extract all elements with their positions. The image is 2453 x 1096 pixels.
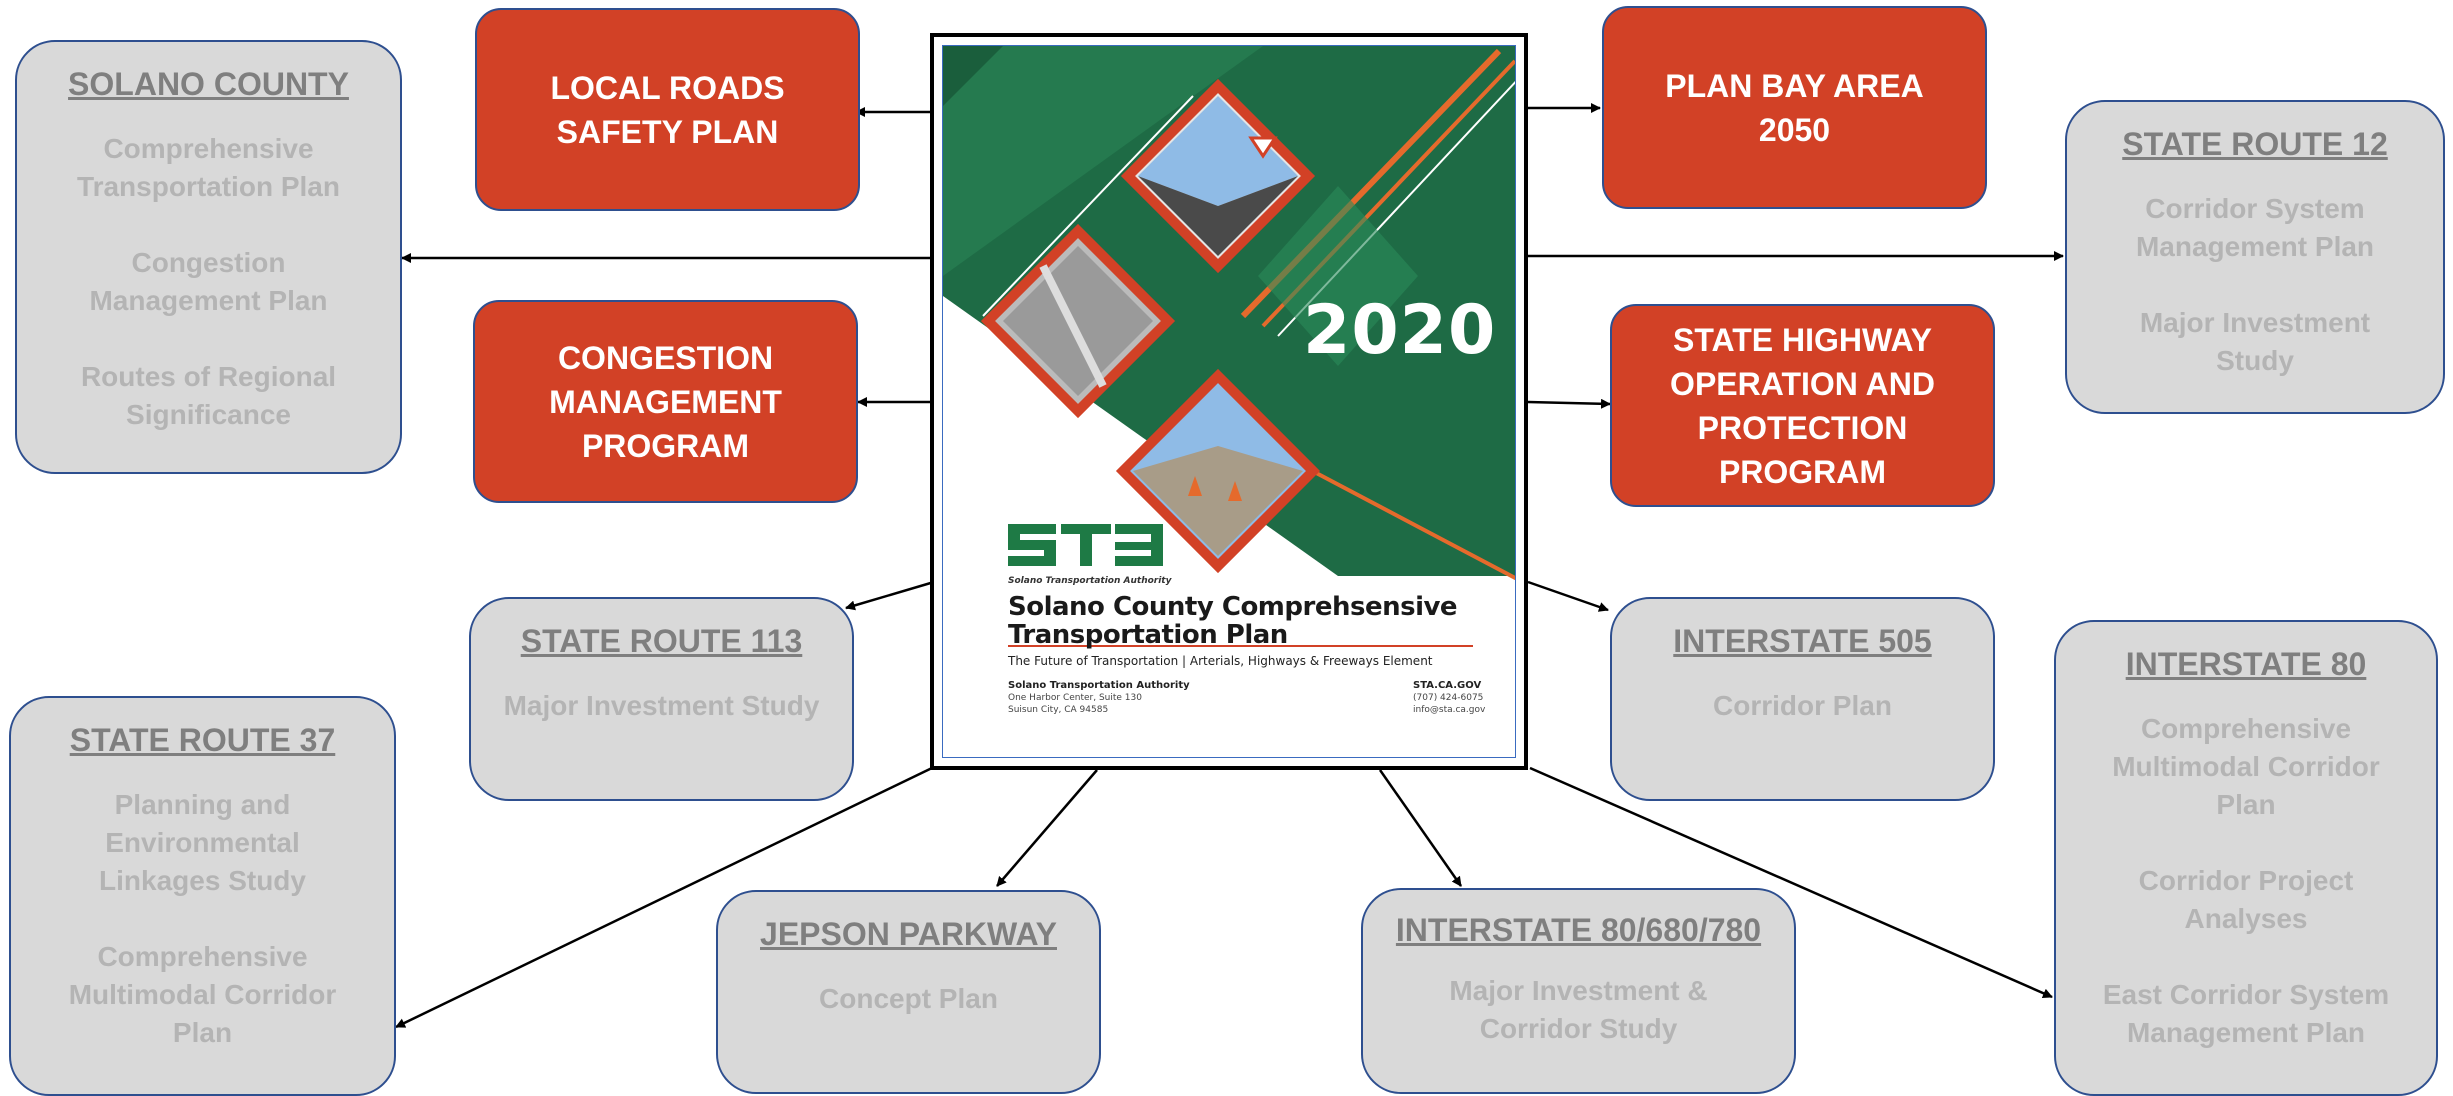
arrow-sr113 xyxy=(845,580,935,611)
shopp-line-2: OPERATION AND xyxy=(1670,365,1935,402)
cover-phone: (707) 424-6075 xyxy=(1413,693,1484,703)
arrow-jepson xyxy=(996,769,1098,887)
shopp-line-4: PROGRAM xyxy=(1718,453,1887,490)
shopp-line-1: STATE HIGHWAY xyxy=(1673,321,1932,358)
sr113-item-1: Major Investment Study xyxy=(503,690,820,721)
solano-item-1-line-1: Comprehensive xyxy=(103,133,314,164)
congestion-line-2: MANAGEMENT xyxy=(549,383,782,420)
cover-web: STA.CA.GOV xyxy=(1413,680,1482,691)
congestion-line-1: CONGESTION xyxy=(557,339,774,376)
solano-item-2-line-1: Congestion xyxy=(131,247,286,278)
sr37-item-1-line-2: Environmental xyxy=(105,827,300,858)
i80-680-780-item-1-line-2: Corridor Study xyxy=(1479,1013,1678,1044)
shopp-box: STATE HIGHWAY OPERATION AND PROTECTION P… xyxy=(1610,304,1995,507)
i80-item-3-line-1: East Corridor System xyxy=(2102,979,2390,1010)
solano-item-2-line-2: Management Plan xyxy=(89,285,328,316)
local-roads-line-2: SAFETY PLAN xyxy=(556,113,779,150)
i505-item-1: Corridor Plan xyxy=(1713,690,1892,721)
arrow-i80-680-780 xyxy=(1378,769,1463,887)
i80-item-2-line-1: Corridor Project xyxy=(2138,865,2354,896)
sr37-item-1-line-3: Linkages Study xyxy=(99,865,306,896)
sr12-item-2-line-2: Study xyxy=(2216,345,2294,376)
cover-frame: 2020 Solano Transportation Authority Sol… xyxy=(942,45,1516,758)
congestion-line-3: PROGRAM xyxy=(581,427,750,464)
i80-item-1-line-2: Multimodal Corridor xyxy=(2112,751,2380,782)
photo-diamond-top xyxy=(1120,78,1316,274)
solano-county-title: SOLANO COUNTY xyxy=(68,66,349,102)
sr37-item-2-line-1: Comprehensive xyxy=(97,941,308,972)
year-diamond xyxy=(1258,186,1418,366)
photo-diamond-bottom xyxy=(1115,368,1321,574)
i80-item-2-line-2: Analyses xyxy=(2184,903,2308,934)
cover-org-name: Solano Transportation Authority xyxy=(1008,680,1190,691)
sr12-item-1-line-1: Corridor System xyxy=(2145,193,2365,224)
arrow-shopp xyxy=(1527,398,1611,409)
cover-org-addr-1: One Harbor Center, Suite 130 xyxy=(1008,693,1142,703)
arrow-sr37 xyxy=(395,766,933,1029)
sr37-item-2-line-3: Plan xyxy=(172,1017,233,1048)
i505-title: INTERSTATE 505 xyxy=(1673,623,1932,659)
state-route-37-box: STATE ROUTE 37 Planning and Environmenta… xyxy=(9,696,396,1096)
sr12-item-2-line-1: Major Investment xyxy=(2139,307,2371,338)
sr12-item-1-line-2: Management Plan xyxy=(2135,231,2375,262)
arrow-i80 xyxy=(1529,766,2053,999)
sta-logo xyxy=(1008,524,1163,566)
sr37-item-1-line-1: Planning and xyxy=(114,789,291,820)
jepson-item-1: Concept Plan xyxy=(819,983,998,1014)
cover-year: 2020 xyxy=(1303,291,1497,370)
solano-county-box: SOLANO COUNTY Comprehensive Transportati… xyxy=(15,40,402,474)
cover-email: info@sta.ca.gov xyxy=(1413,705,1486,715)
i80-680-780-item-1-line-1: Major Investment & xyxy=(1449,975,1708,1006)
solano-item-3-line-1: Routes of Regional xyxy=(80,361,337,392)
ctp-cover-image: 2020 Solano Transportation Authority Sol… xyxy=(930,33,1528,770)
cover-artwork xyxy=(943,46,1515,647)
cover-subtitle: The Future of Transportation | Arterials… xyxy=(1008,654,1433,668)
solano-item-3-line-2: Significance xyxy=(126,399,291,430)
photo-diamond-left xyxy=(980,223,1176,419)
state-route-12-box: STATE ROUTE 12 Corridor System Managemen… xyxy=(2065,100,2445,414)
jepson-parkway-box: JEPSON PARKWAY Concept Plan xyxy=(716,890,1101,1094)
sr113-title: STATE ROUTE 113 xyxy=(520,623,803,659)
i80-title: INTERSTATE 80 xyxy=(2125,646,2367,682)
plan-bay-area-line-2: 2050 xyxy=(1758,111,1831,148)
cover-title-line-2: Transportation Plan xyxy=(1008,620,1288,650)
local-roads-line-1: LOCAL ROADS xyxy=(550,69,785,106)
arrow-i505 xyxy=(1527,580,1609,612)
cover-org-addr-2: Suisun City, CA 94585 xyxy=(1008,705,1109,715)
congestion-management-program-box: CONGESTION MANAGEMENT PROGRAM xyxy=(473,300,858,503)
i80-item-1-line-1: Comprehensive xyxy=(2140,713,2352,744)
i80-680-780-title: INTERSTATE 80/680/780 xyxy=(1395,912,1762,948)
i80-item-3-line-2: Management Plan xyxy=(2126,1017,2366,1048)
jepson-title: JEPSON PARKWAY xyxy=(760,916,1057,952)
cover-logo-sub: Solano Transportation Authority xyxy=(1008,576,1172,586)
i80-item-1-line-3: Plan xyxy=(2216,789,2276,820)
cover-title-line-1: Solano County Comprehsensive xyxy=(1008,592,1458,622)
sr37-title: STATE ROUTE 37 xyxy=(69,722,336,758)
state-route-113-box: STATE ROUTE 113 Major Investment Study xyxy=(469,597,854,801)
plan-bay-area-2050-box: PLAN BAY AREA 2050 xyxy=(1602,6,1987,209)
local-roads-safety-plan-box: LOCAL ROADS SAFETY PLAN xyxy=(475,8,860,211)
sr12-title: STATE ROUTE 12 xyxy=(2122,126,2388,162)
sr37-item-2-line-2: Multimodal Corridor xyxy=(68,979,337,1010)
interstate-505-box: INTERSTATE 505 Corridor Plan xyxy=(1610,597,1995,801)
solano-item-1-line-2: Transportation Plan xyxy=(77,171,340,202)
interstate-80-680-780-box: INTERSTATE 80/680/780 Major Investment &… xyxy=(1361,888,1796,1094)
shopp-line-3: PROTECTION xyxy=(1697,409,1908,446)
interstate-80-box: INTERSTATE 80 Comprehensive Multimodal C… xyxy=(2054,620,2438,1096)
plan-bay-area-line-1: PLAN BAY AREA xyxy=(1665,67,1924,104)
